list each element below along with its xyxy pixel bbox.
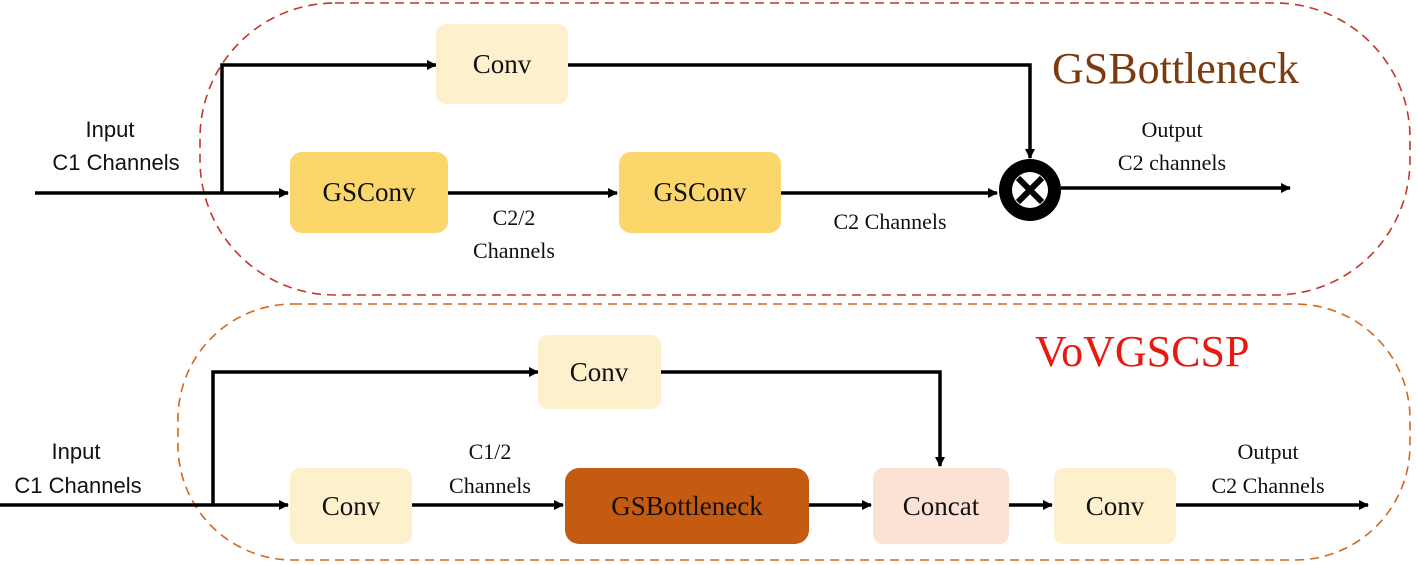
top-input-label: Input: [86, 117, 135, 142]
bottom-mid-label: C1/2: [469, 439, 512, 464]
vovgscsp-container: [177, 303, 1411, 561]
gsbottleneck-container: [199, 2, 1411, 296]
bottom-conv-top-to-concat-arrow: [661, 370, 945, 467]
top-c2-label: C2 Channels: [833, 209, 946, 234]
top-conv-to-multiply-arrow: [568, 63, 1035, 159]
top-gsconv1-label: GSConv: [322, 177, 416, 207]
bottom-conv-left-block: [290, 468, 412, 544]
bottom-concat-block: [873, 468, 1009, 544]
bottom-mid-channels-label: Channels: [449, 473, 531, 498]
bottom-conv-top-block: [538, 335, 661, 409]
top-output-label: Output: [1141, 117, 1202, 142]
bottom-gsbottleneck-label: GSBottleneck: [611, 491, 763, 521]
bottom-input-label: Input: [52, 439, 101, 464]
bottom-concat-label: Concat: [903, 491, 980, 521]
bottom-output-label: Output: [1237, 439, 1298, 464]
top-conv-block: [436, 24, 568, 104]
bottom-branch-arrow: [211, 367, 539, 505]
bottom-conv-top-label: Conv: [570, 357, 629, 387]
bottom-input-channels-label: C1 Channels: [14, 473, 141, 498]
top-gsconv2-label: GSConv: [653, 177, 747, 207]
top-output-channels-label: C2 channels: [1118, 150, 1226, 175]
vovgscsp-title: VoVGSCSP: [1035, 327, 1249, 376]
top-conv-label: Conv: [473, 49, 532, 79]
bottom-gsbottleneck-block: [565, 468, 809, 544]
top-mid-label: C2/2: [493, 205, 536, 230]
top-input-channels-label: C1 Channels: [52, 150, 179, 175]
top-gsconv1-block: [290, 152, 448, 233]
bottom-conv-left-label: Conv: [322, 491, 381, 521]
top-gsconv2-block: [619, 152, 781, 233]
gsbottleneck-title: GSBottleneck: [1052, 44, 1299, 93]
top-branch-arrow: [220, 60, 437, 193]
bottom-conv-right-label: Conv: [1086, 491, 1145, 521]
bottom-conv-right-block: [1054, 468, 1176, 544]
top-mid-channels-label: Channels: [473, 238, 555, 263]
bottom-output-channels-label: C2 Channels: [1211, 473, 1324, 498]
multiply-icon: [999, 159, 1061, 221]
